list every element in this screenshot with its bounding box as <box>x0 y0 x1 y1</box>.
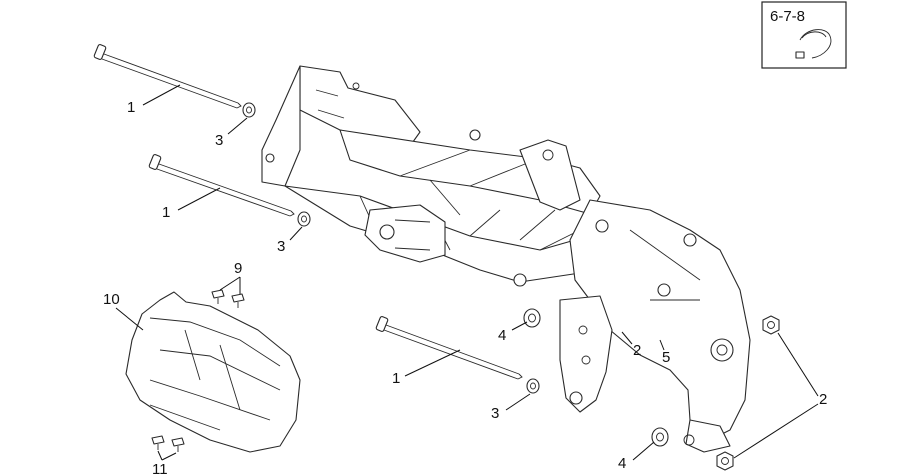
heat-shield-cover <box>125 291 301 453</box>
callout-11: 11 <box>152 461 168 476</box>
callout-1-upper: 1 <box>127 99 135 116</box>
spacer-4-lower <box>651 427 669 447</box>
bolt-1-middle <box>148 154 295 217</box>
washer-3-middle <box>297 211 311 227</box>
callout-4-lower: 4 <box>618 455 626 472</box>
callout-1-middle: 1 <box>162 204 170 221</box>
bolt-1-lower <box>375 316 523 380</box>
reference-box: 6-7-8 <box>761 1 847 69</box>
clip-9-left <box>211 289 225 304</box>
callout-10: 10 <box>103 291 120 308</box>
callout-3-upper: 3 <box>215 132 223 149</box>
callout-4-upper: 4 <box>498 327 506 344</box>
nut-2-right <box>762 315 780 335</box>
reference-box-label: 6-7-8 <box>770 8 805 25</box>
clip-9-right <box>231 293 245 308</box>
callout-labels: 1 3 1 3 9 10 4 2 5 1 2 3 4 11 <box>103 99 827 476</box>
bolt-1-upper <box>93 44 242 109</box>
callout-1-lower: 1 <box>392 370 400 387</box>
clip-11-right <box>171 437 185 452</box>
nut-2-bottom <box>716 451 734 471</box>
main-frame <box>261 65 751 453</box>
callout-3-lower: 3 <box>491 405 499 422</box>
washer-3-upper <box>242 102 256 118</box>
washer-3-lower <box>526 378 540 394</box>
clip-11-left <box>151 435 165 450</box>
callout-2-right: 2 <box>819 391 827 408</box>
callout-3-middle: 3 <box>277 238 285 255</box>
callout-2-center: 2 <box>633 342 641 359</box>
spacer-4-upper <box>523 308 541 328</box>
leader-lines <box>115 84 819 461</box>
callout-5: 5 <box>662 349 670 366</box>
callout-9: 9 <box>234 260 242 277</box>
clamp-ring-icon <box>795 29 832 59</box>
